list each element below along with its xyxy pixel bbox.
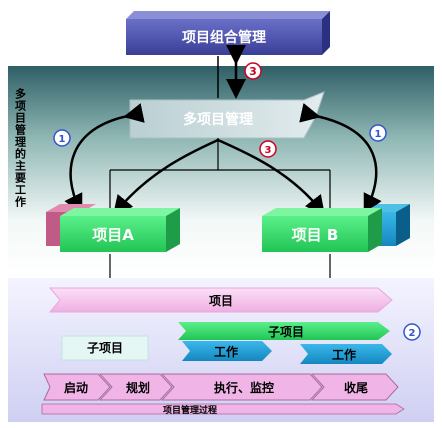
portfolio-box: 项目组合管理 (126, 11, 330, 55)
project-a-label: 项目A (92, 226, 134, 244)
work-item-2-label: 工作 (332, 347, 356, 362)
work-item-1: 工作 (182, 341, 272, 361)
marker-3-top: 3 (244, 62, 262, 80)
project-b-box: 项目 B (262, 204, 410, 252)
svg-text:3: 3 (249, 65, 257, 78)
marker-1-right: 1 (369, 124, 387, 142)
phase-plan: 规划 (98, 373, 173, 401)
svg-text:2: 2 (409, 328, 416, 339)
sub-project-right: 子项目 (178, 322, 390, 340)
marker-1-left: 1 (53, 129, 71, 147)
side-label: 多项目管理的主要工作 (14, 87, 27, 208)
multi-project-label: 多项目管理 (183, 111, 253, 128)
phase-plan-label: 规划 (126, 380, 150, 395)
phase-start-label: 启动 (64, 380, 88, 395)
phase-exec-label: 执行、监控 (214, 380, 274, 395)
process-arrow: 项目管理过程 (41, 403, 405, 416)
phase-start: 启动 (43, 373, 111, 401)
project-bar: 项目 (48, 287, 393, 313)
marker-3-mid: 3 (259, 140, 277, 158)
work-item-1-label: 工作 (214, 344, 238, 359)
phase-close: 收尾 (310, 373, 399, 401)
sub-project-left: 子项目 (61, 335, 149, 361)
svg-text:1: 1 (375, 129, 382, 140)
multi-project-box: 多项目管理 (129, 91, 325, 139)
svg-text:1: 1 (59, 134, 66, 145)
sub-project-right-label: 子项目 (268, 325, 304, 339)
sub-project-left-label: 子项目 (87, 341, 123, 355)
phase-close-label: 收尾 (344, 380, 368, 395)
curved-arrows (64, 103, 382, 216)
process-label: 项目管理过程 (163, 404, 217, 416)
project-bar-label: 项目 (209, 294, 233, 308)
project-a-box: 项目A (46, 204, 180, 252)
portfolio-box-label: 项目组合管理 (182, 29, 266, 46)
svg-text:3: 3 (265, 145, 272, 156)
phase-exec: 执行、监控 (160, 373, 323, 401)
work-item-2: 工作 (300, 344, 392, 364)
project-b-label: 项目 B (292, 226, 339, 244)
marker-2: 2 (403, 323, 421, 341)
